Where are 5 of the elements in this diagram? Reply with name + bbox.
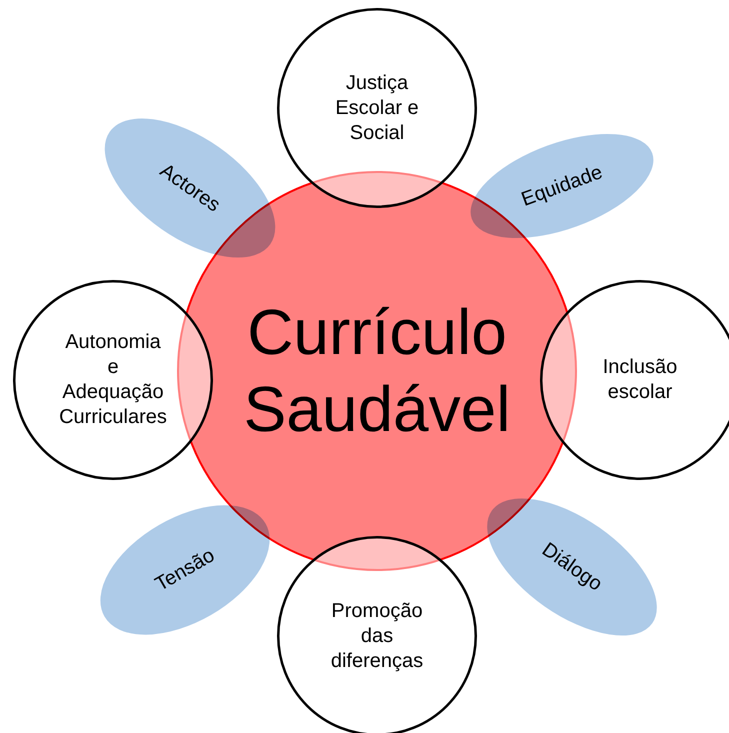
circle-label: Inclusão escolar xyxy=(602,355,678,405)
circle-label: Promoção das diferenças xyxy=(330,598,424,674)
center-title: Currículo Saudável xyxy=(242,295,512,447)
circle-label: Autonomia e Adequação Curriculares xyxy=(58,330,168,430)
circle-label: Justiça Escolar e Social xyxy=(334,70,420,146)
